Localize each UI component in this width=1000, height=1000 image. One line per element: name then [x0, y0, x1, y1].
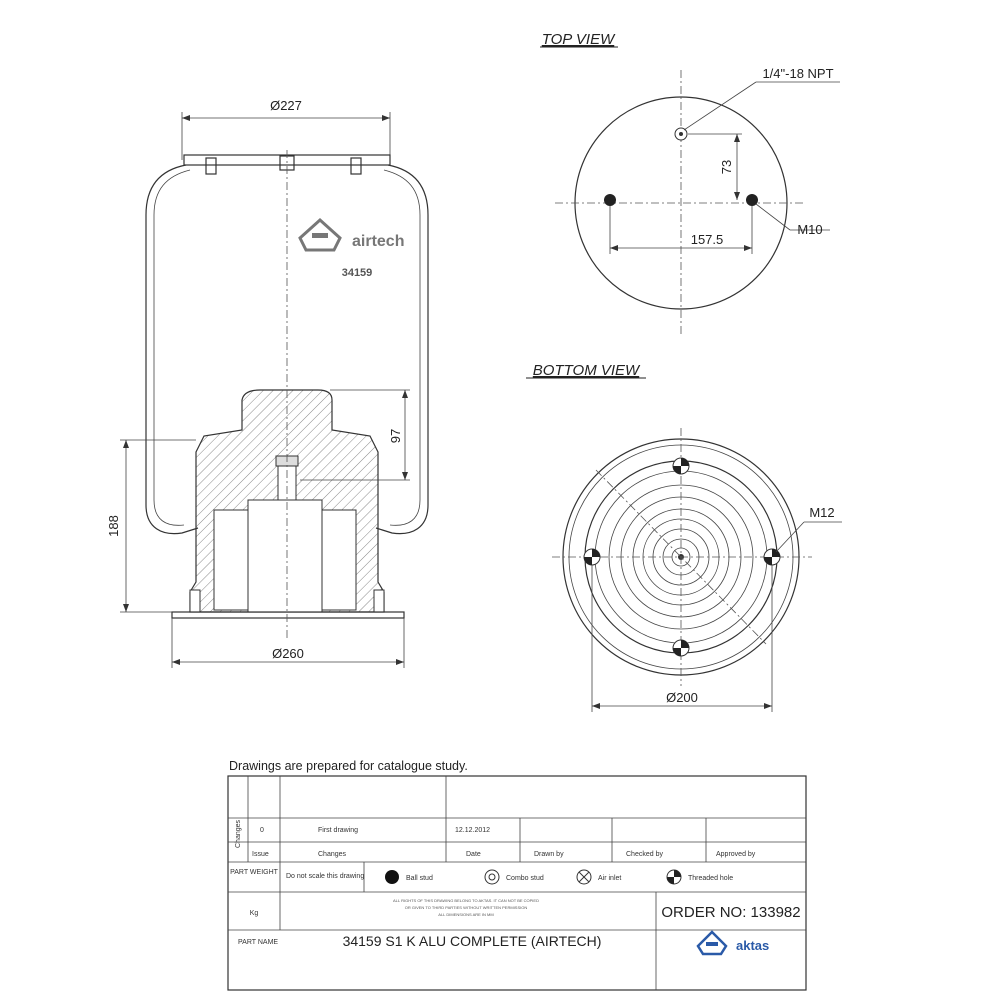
bottom-view-diameter-label: Ø200: [666, 690, 698, 705]
bolt-m12-label: M12: [809, 505, 834, 520]
airtech-logo: airtech: [298, 217, 404, 252]
catalogue-note: Drawings are prepared for catalogue stud…: [229, 759, 468, 773]
bottom-view-title: BOTTOM VIEW: [533, 362, 641, 379]
bolt-m10-label: M10: [797, 222, 822, 237]
part-name: 34159 S1 K ALU COMPLETE (AIRTECH): [343, 933, 602, 949]
bottom-view: BOTTOM VIEW: [526, 362, 842, 712]
part-marking: 34159: [342, 267, 373, 279]
part-weight-label: PART WEIGHT: [230, 869, 279, 876]
top-view-title: TOP VIEW: [542, 31, 616, 48]
aktas-logo: aktas: [696, 930, 769, 956]
date-col: Date: [466, 851, 481, 858]
fine-print-2: OR GIVEN TO THIRD PARTIES WITHOUT WRITTE…: [405, 905, 528, 910]
legend-combo: Combo stud: [506, 875, 544, 882]
changes-col: Changes: [318, 851, 347, 858]
title-block: Drawings are prepared for catalogue stud…: [227, 759, 807, 991]
side-view: Ø227 airtech 34159: [106, 98, 429, 668]
port-label: 1/4"-18 NPT: [762, 66, 833, 81]
rev-change: First drawing: [318, 827, 358, 834]
spacing-label: 157.5: [691, 232, 724, 247]
brand-text: airtech: [352, 233, 404, 250]
part-name-label: PART NAME: [238, 939, 278, 946]
checked-col: Checked by: [626, 851, 663, 858]
approved-col: Approved by: [716, 851, 756, 858]
legend-threaded: Threaded hole: [688, 875, 733, 882]
aktas-logo-text: aktas: [736, 938, 769, 953]
weight-unit: Kg: [250, 910, 259, 917]
threaded-hole-legend-icon: [666, 869, 682, 885]
rev-date: 12.12.2012: [455, 827, 490, 834]
offset-label: 73: [719, 160, 734, 174]
bottom-diameter-label: Ø260: [272, 646, 304, 661]
drawn-col: Drawn by: [534, 851, 564, 858]
top-diameter-label: Ø227: [270, 98, 302, 113]
piston-height-label: 97: [388, 429, 403, 443]
changes-side-label: Changes: [235, 819, 242, 848]
threaded-hole-top: [672, 457, 690, 475]
threaded-hole-bottom: [672, 639, 690, 657]
fine-print-1: ALL RIGHTS OF THIS DRAWING BELONG TO AKT…: [393, 898, 539, 903]
rev-value: 0: [260, 827, 264, 834]
height-label: 188: [106, 515, 121, 537]
threaded-hole-right: [763, 548, 781, 566]
fine-print-3: ALL DIMENSIONS ARE IN MM: [438, 912, 493, 917]
do-not-scale: Do not scale this drawing: [286, 873, 364, 880]
top-view: TOP VIEW 1/4"-18 NPT 73 157.5 M10: [540, 31, 840, 335]
ball-stud-icon: [385, 870, 399, 884]
threaded-hole-left: [583, 548, 601, 566]
order-number: ORDER NO: 133982: [661, 904, 800, 921]
issue-col: Issue: [252, 851, 269, 858]
legend-ball: Ball stud: [406, 875, 433, 882]
legend-air: Air inlet: [598, 875, 621, 882]
